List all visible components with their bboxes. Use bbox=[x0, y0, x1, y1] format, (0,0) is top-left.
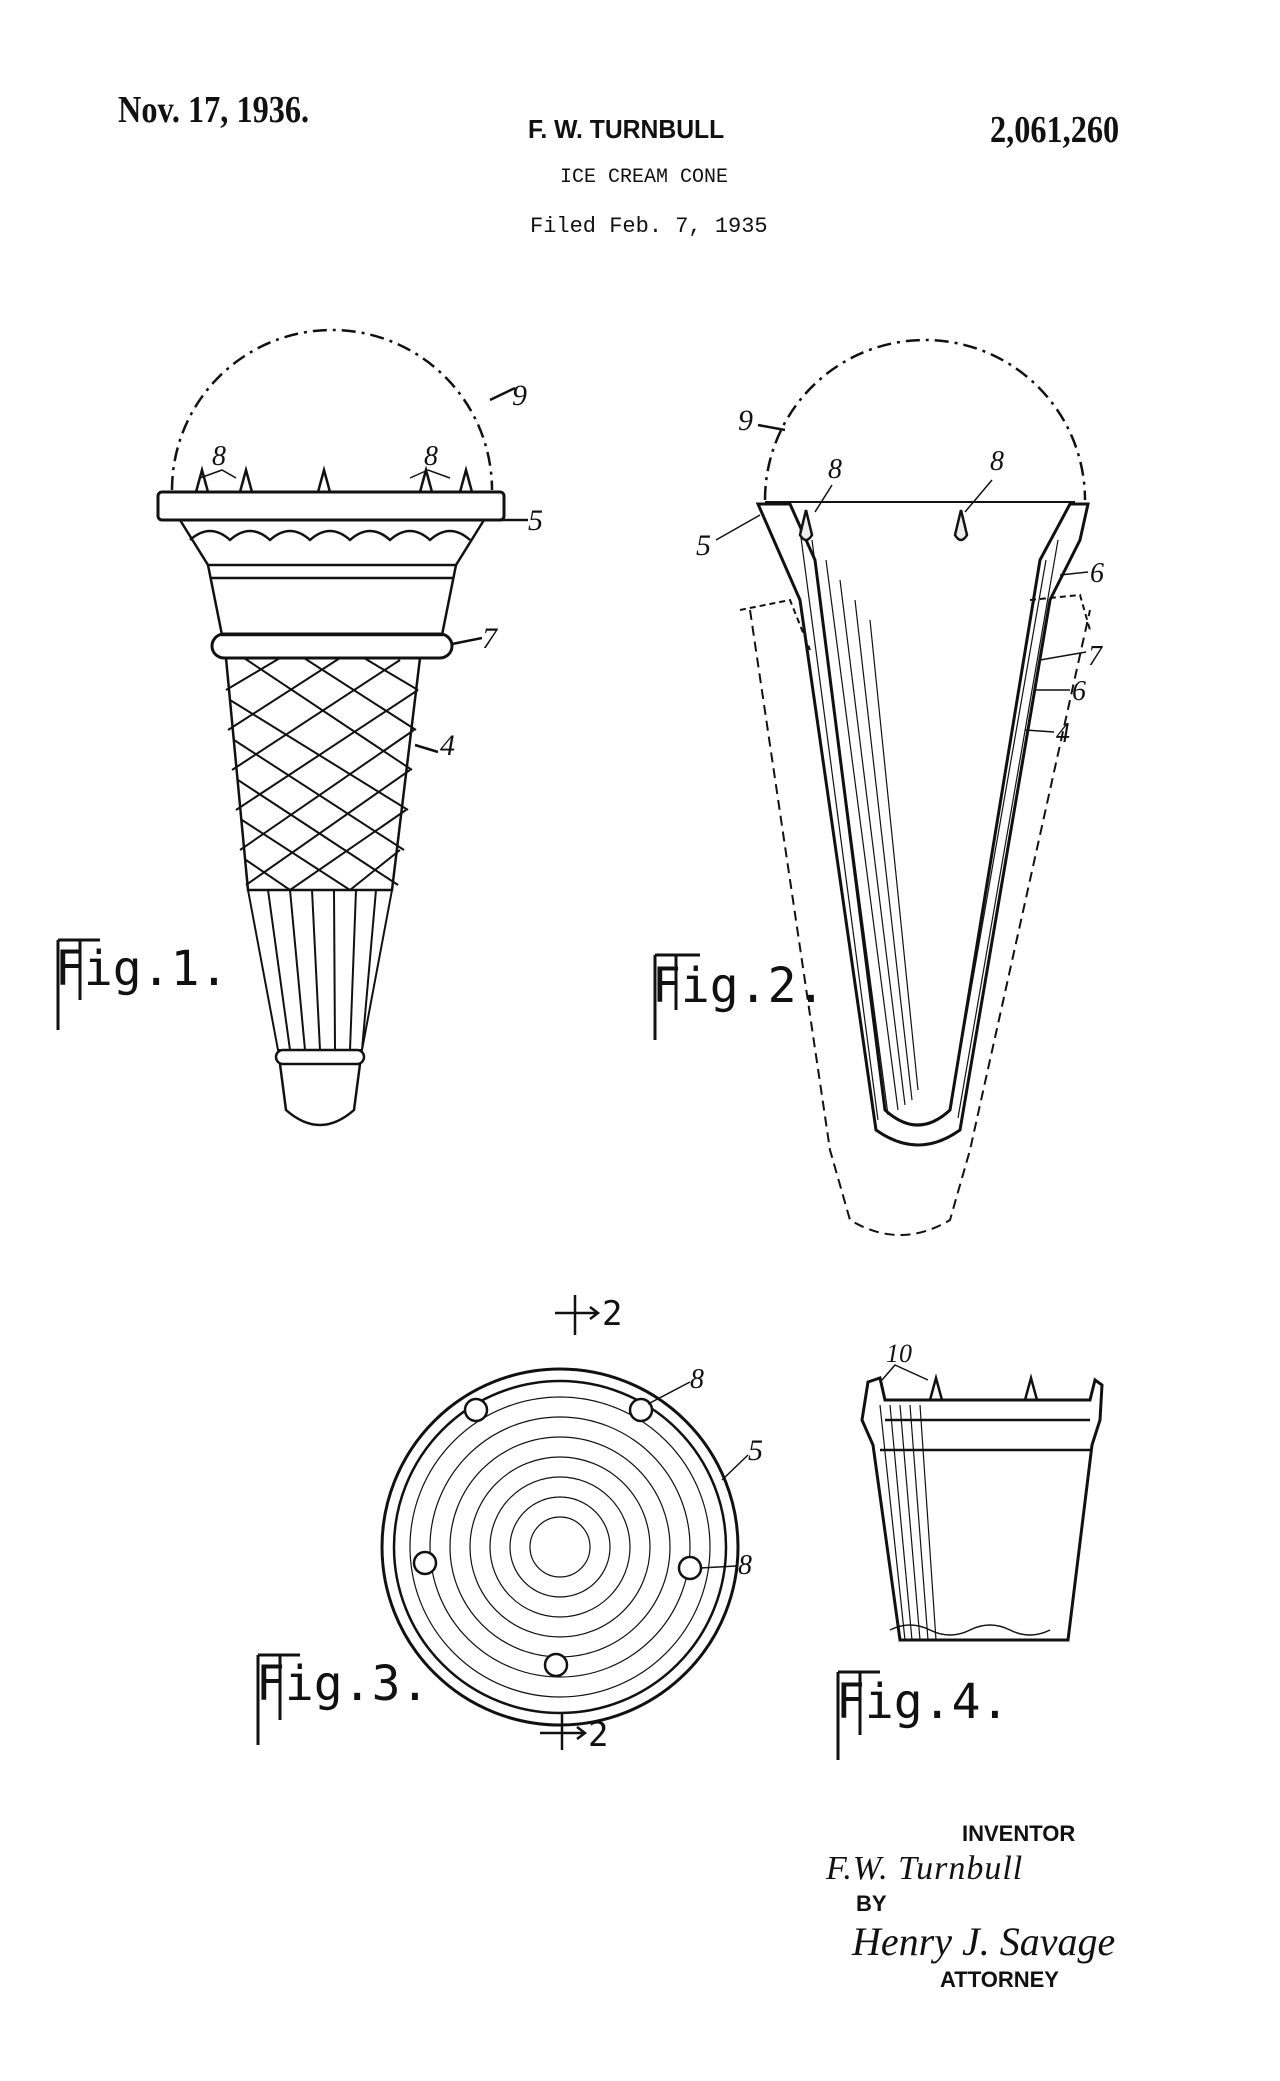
ref-8: 8 bbox=[828, 454, 842, 485]
section-hatching bbox=[800, 530, 1058, 1120]
waffle-body bbox=[226, 658, 420, 890]
waffle-pattern bbox=[226, 658, 418, 890]
figure-2: 9 8 8 5 6 7 6 4 Fig.2. bbox=[652, 340, 1104, 1235]
dashed-outer-cone bbox=[750, 610, 1090, 1235]
ref-5: 5 bbox=[696, 529, 711, 562]
ref-8: 8 bbox=[424, 441, 438, 472]
ref-8: 8 bbox=[690, 1364, 704, 1395]
inventor-signature: F.W. Turnbull bbox=[826, 1850, 1023, 1887]
figure-3: 2 2 8 5 8 Fig.3. bbox=[256, 1294, 763, 1755]
scalloped-collar bbox=[180, 520, 484, 565]
ref-8: 8 bbox=[212, 441, 226, 472]
concentric-rings bbox=[410, 1397, 710, 1697]
attorney-label: ATTORNEY bbox=[940, 1968, 1059, 1992]
ref-9: 9 bbox=[738, 404, 753, 437]
section-2-top: 2 bbox=[602, 1294, 622, 1334]
section-2-bottom: 2 bbox=[588, 1715, 608, 1755]
ref-9: 9 bbox=[512, 379, 527, 412]
fluted-tip bbox=[248, 890, 392, 1050]
ref-5: 5 bbox=[528, 504, 543, 537]
upper-band bbox=[208, 565, 456, 635]
bead-7 bbox=[212, 634, 452, 658]
ref-10: 10 bbox=[886, 1339, 912, 1368]
ref-8: 8 bbox=[990, 446, 1004, 477]
ref-6: 6 bbox=[1072, 676, 1086, 707]
ref-6: 6 bbox=[1090, 558, 1104, 589]
wall-hatching bbox=[880, 1405, 936, 1640]
spikes bbox=[196, 470, 472, 492]
ref-5: 5 bbox=[748, 1434, 763, 1467]
by-label: BY bbox=[856, 1892, 887, 1916]
figure-1: 9 8 8 5 7 4 Fig.1. bbox=[55, 330, 543, 1125]
spike-bosses bbox=[414, 1399, 701, 1676]
inventor-label: INVENTOR bbox=[962, 1822, 1075, 1846]
fig3-label: Fig.3. bbox=[256, 1656, 429, 1712]
ref-4: 4 bbox=[1056, 718, 1070, 749]
fig2-label: Fig.2. bbox=[652, 958, 825, 1014]
fig4-label: Fig.4. bbox=[836, 1674, 1009, 1730]
attorney-signature: Henry J. Savage bbox=[852, 1920, 1115, 1964]
spike-8 bbox=[800, 510, 967, 540]
ref-4: 4 bbox=[440, 729, 455, 762]
ref-7: 7 bbox=[1088, 641, 1103, 672]
ref-7: 7 bbox=[482, 622, 499, 655]
figure-4: 10 Fig.4. bbox=[836, 1339, 1102, 1760]
ref-8: 8 bbox=[738, 1550, 752, 1581]
rim bbox=[158, 492, 504, 520]
